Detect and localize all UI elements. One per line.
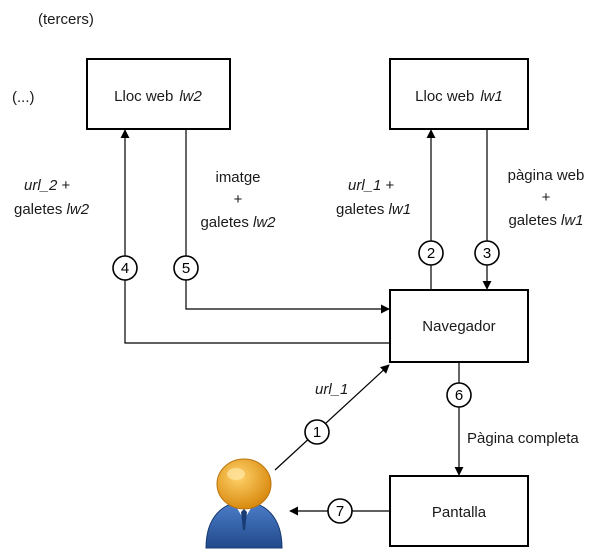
svg-text:url_2 +: url_2 +: [24, 177, 71, 194]
box-lloc-web-lw2: Lloc web lw2: [86, 58, 231, 130]
svg-text:pàgina web: pàgina web: [508, 167, 585, 184]
step-4: 4: [112, 255, 138, 281]
svg-text:3: 3: [483, 245, 491, 262]
step-7: 7: [327, 498, 353, 524]
step-1: 1: [304, 419, 330, 445]
svg-text:1: 1: [313, 424, 321, 441]
box-lw2-italic: lw2: [179, 88, 202, 105]
label-pagina-web: pàgina web + galetes lw1: [508, 167, 585, 229]
box-navegador-label: Navegador: [422, 318, 495, 335]
svg-text:2: 2: [427, 245, 435, 262]
step-5: 5: [173, 255, 199, 281]
svg-text:galetes lw2: galetes lw2: [14, 201, 90, 218]
step-2: 2: [418, 240, 444, 266]
svg-text:galetes lw1: galetes lw1: [508, 212, 583, 229]
box-lw1-label: Lloc web: [415, 88, 474, 105]
svg-text:+: +: [234, 191, 243, 208]
box-lw1-italic: lw1: [480, 88, 503, 105]
label-pagina-completa: Pàgina completa: [467, 430, 579, 447]
label-imatge: imatge + galetes lw2: [200, 169, 276, 231]
svg-text:7: 7: [336, 503, 344, 520]
svg-text:galetes lw2: galetes lw2: [200, 214, 276, 231]
label-url2: url_2 + galetes lw2: [14, 177, 90, 218]
svg-text:+: +: [542, 189, 551, 206]
step-3: 3: [474, 240, 500, 266]
step-6: 6: [446, 382, 472, 408]
tercers-label: (tercers): [38, 11, 94, 28]
box-lw2-label: Lloc web: [114, 88, 173, 105]
edge-1-arrow: [274, 364, 390, 471]
svg-text:imatge: imatge: [215, 169, 260, 186]
box-pantalla: Pantalla: [389, 475, 529, 547]
box-pantalla-label: Pantalla: [432, 504, 487, 521]
edge-5-arrow: [185, 130, 390, 314]
label-url1-user: url_1: [315, 381, 348, 398]
ellipsis-label: (...): [12, 89, 35, 106]
box-navegador: Navegador: [389, 289, 529, 363]
label-url1-top: url_1 + galetes lw1: [336, 177, 411, 218]
edge-4-arrow: [120, 129, 390, 344]
svg-text:galetes lw1: galetes lw1: [336, 201, 411, 218]
svg-text:5: 5: [182, 260, 190, 277]
svg-text:url_1 +: url_1 +: [348, 177, 395, 194]
box-lloc-web-lw1: Lloc web lw1: [389, 58, 529, 130]
svg-text:4: 4: [121, 260, 129, 277]
user-avatar-icon: [205, 458, 283, 549]
svg-text:6: 6: [455, 387, 463, 404]
